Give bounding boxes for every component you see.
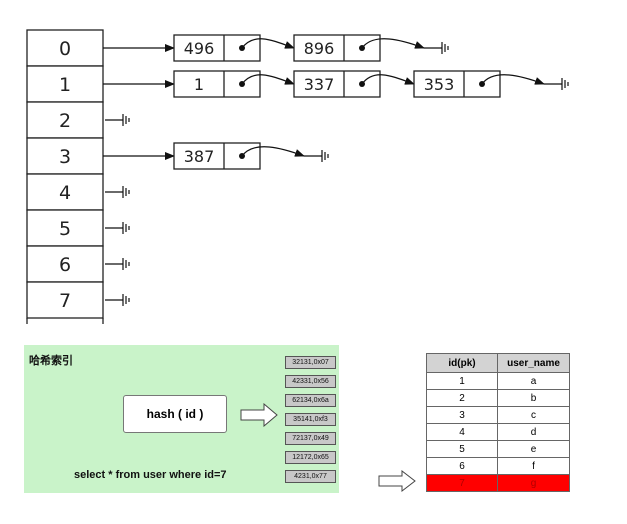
- null-ground-icon: [105, 222, 130, 234]
- hash-slot-label: 3: [59, 146, 71, 168]
- hash-bucket-entry: 35141,0xf3: [285, 413, 336, 426]
- list-node: [173, 70, 261, 98]
- lookup-right-arrow-icon: [378, 470, 416, 492]
- list-node: [173, 34, 261, 62]
- list-node: [173, 142, 261, 170]
- null-ground-icon: [105, 258, 130, 270]
- list-node-value: 496: [184, 39, 215, 58]
- hash-bucket-entry: 42331,0x56: [285, 375, 336, 388]
- sql-query: select * from user where id=7: [74, 469, 227, 481]
- list-node: [293, 70, 381, 98]
- list-node-value: 337: [304, 75, 335, 94]
- list-node-value: 353: [424, 75, 455, 94]
- next-pointer-arrow: [361, 74, 415, 85]
- null-ground-icon: [544, 78, 569, 90]
- cell-id: 3: [426, 406, 498, 424]
- list-node-value: 896: [304, 39, 335, 58]
- next-pointer-arrow: [241, 38, 295, 49]
- cell-user-name: e: [497, 440, 570, 458]
- hash-bucket-entry: 72137,0x49: [285, 432, 336, 445]
- cell-user-name: d: [497, 423, 570, 441]
- cell-id: 7: [426, 474, 498, 492]
- next-pointer-arrow: [481, 74, 545, 85]
- hash-slot-label: 0: [59, 38, 71, 60]
- hash-right-arrow-icon: [240, 403, 278, 427]
- next-pointer-arrow: [241, 74, 295, 85]
- hash-bucket-entry: 12172,0x65: [285, 451, 336, 464]
- null-ground-icon: [304, 150, 329, 162]
- null-ground-icon: [424, 42, 449, 54]
- column-header-id: id(pk): [426, 353, 498, 373]
- hash-slot: [26, 281, 104, 319]
- hash-slot: [26, 65, 104, 103]
- table-header-row: id(pk) user_name: [426, 353, 570, 373]
- hash-bucket-entry: 62134,0x6a: [285, 394, 336, 407]
- list-node-value: 387: [184, 147, 215, 166]
- cell-id: 4: [426, 423, 498, 441]
- hash-slot-label: 7: [59, 290, 71, 312]
- cell-id: 2: [426, 389, 498, 407]
- hash-slot: [26, 209, 104, 247]
- cell-id: 1: [426, 372, 498, 390]
- list-node: [413, 70, 501, 98]
- next-pointer-arrow: [361, 38, 425, 49]
- null-ground-icon: [105, 114, 130, 126]
- hash-bucket-entry: 32131,0x07: [285, 356, 336, 369]
- cell-user-name: a: [497, 372, 570, 390]
- hash-slot-label: 1: [59, 74, 71, 96]
- hash-chain-diagram: 0 1 2 3 4 5 6 7 496 896 1 337 353 387: [26, 29, 569, 324]
- cell-user-name: f: [497, 457, 570, 475]
- hash-slot: [26, 29, 104, 67]
- hash-index-title: 哈希索引: [29, 355, 73, 367]
- cell-user-name: g: [497, 474, 570, 492]
- hash-slot-label: 5: [59, 218, 71, 240]
- hash-index-panel: 哈希索引 hash ( id ) 32131,0x07 42331,0x56 621…: [24, 345, 339, 493]
- cell-user-name: c: [497, 406, 570, 424]
- column-header-user-name: user_name: [497, 353, 570, 373]
- list-node-value: 1: [194, 75, 204, 94]
- cell-id: 6: [426, 457, 498, 475]
- null-ground-icon: [105, 186, 130, 198]
- hash-slot-label: 2: [59, 110, 71, 132]
- hash-slot-label: 6: [59, 254, 71, 276]
- hash-function-box: hash ( id ): [123, 395, 227, 433]
- next-pointer-arrow: [241, 146, 305, 157]
- list-node: [293, 34, 381, 62]
- hash-bucket-entry: 4231,0x77: [285, 470, 336, 483]
- cell-user-name: b: [497, 389, 570, 407]
- cell-id: 5: [426, 440, 498, 458]
- null-ground-icon: [105, 294, 130, 306]
- hash-slot-label: 4: [59, 182, 71, 204]
